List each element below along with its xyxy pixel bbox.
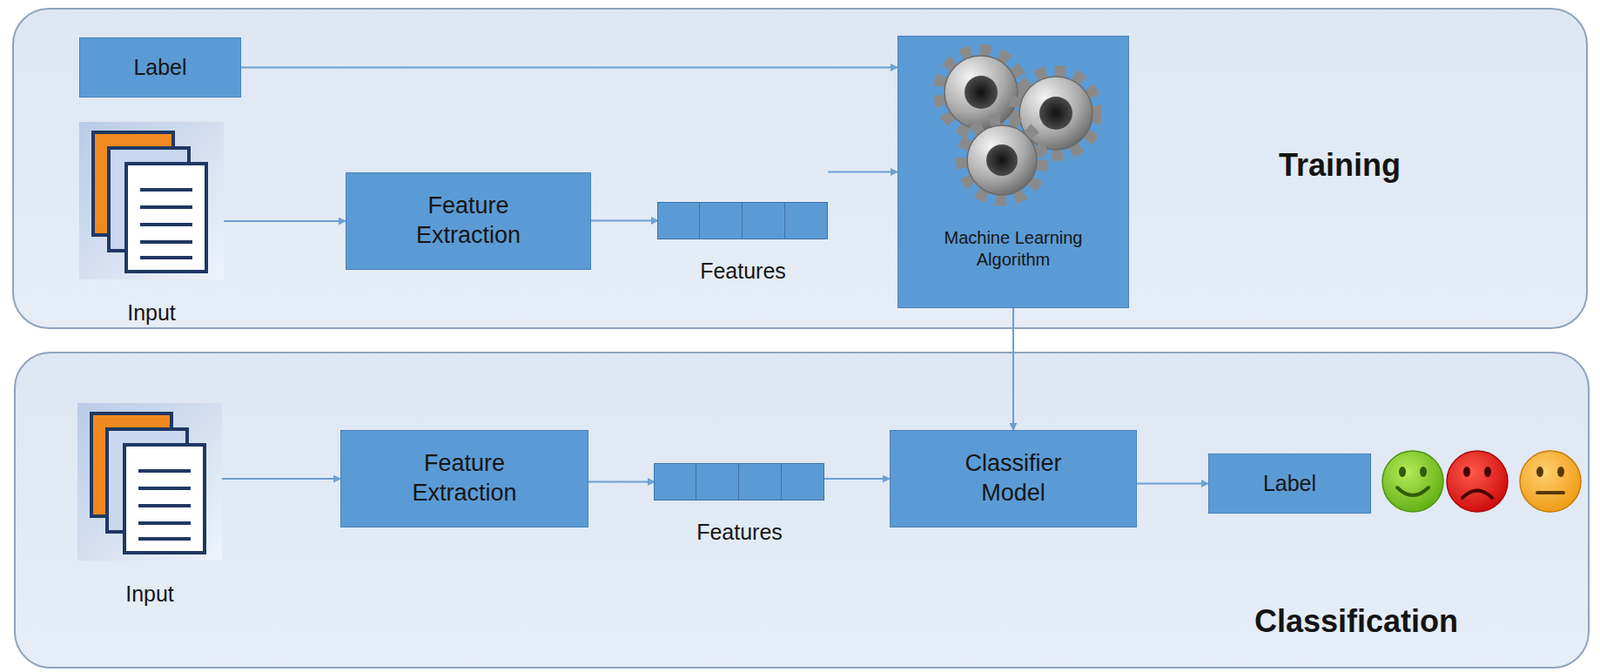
flow-arrow — [221, 477, 341, 480]
gears-illustration — [927, 41, 1102, 208]
vector-cell — [699, 201, 743, 240]
document-icon — [77, 403, 222, 561]
panel-band: TrainingLabel InputFeature ExtractionFea… — [12, 7, 1588, 330]
panel-title: Training — [1278, 147, 1401, 184]
caption-text: Features — [619, 519, 860, 545]
box-label: Feature Extraction — [382, 449, 548, 509]
process-box: Label — [79, 37, 242, 98]
process-box: Classifier Model — [889, 430, 1137, 528]
input-documents: Input — [77, 403, 222, 561]
box-label: Label — [1263, 470, 1317, 498]
flow-arrow — [1136, 483, 1209, 485]
process-box: Feature Extraction — [345, 172, 592, 270]
document-icon — [79, 121, 224, 280]
neutral-face — [1519, 450, 1581, 512]
flow-arrow — [241, 67, 898, 69]
caption-text: Input — [42, 581, 257, 607]
caption-text: Input — [44, 300, 259, 326]
box-label: Machine Learning Algorithm — [913, 227, 1114, 271]
sad-face — [1446, 450, 1508, 512]
box-label: Label — [133, 53, 187, 81]
process-box: Feature Extraction — [340, 430, 589, 528]
vector-cell — [784, 201, 828, 240]
feature-vector: Features — [654, 463, 825, 501]
flow-arrow — [1012, 308, 1015, 431]
vector-cell — [738, 463, 782, 501]
panel-band: Classification InputFeature ExtractionFe… — [13, 351, 1590, 669]
algorithm-box: Machine Learning Algorithm — [897, 35, 1130, 309]
vector-cell — [741, 201, 786, 240]
panel-title: Classification — [1254, 603, 1459, 640]
vector-cell — [657, 201, 701, 240]
happy-face — [1382, 450, 1444, 512]
vector-cell — [695, 463, 740, 501]
vector-cell — [780, 463, 825, 501]
process-box: Label — [1208, 453, 1372, 514]
box-label: Classifier Model — [930, 449, 1096, 509]
flow-arrow — [588, 481, 655, 484]
box-label: Feature Extraction — [385, 191, 552, 251]
input-documents: Input — [79, 121, 224, 280]
flow-arrow — [223, 220, 346, 222]
vector-cell — [653, 463, 698, 501]
flow-arrow — [827, 171, 898, 174]
feature-vector: Features — [658, 201, 828, 240]
caption-text: Features — [623, 258, 863, 284]
flow-arrow — [591, 220, 659, 222]
flow-arrow — [824, 477, 890, 480]
